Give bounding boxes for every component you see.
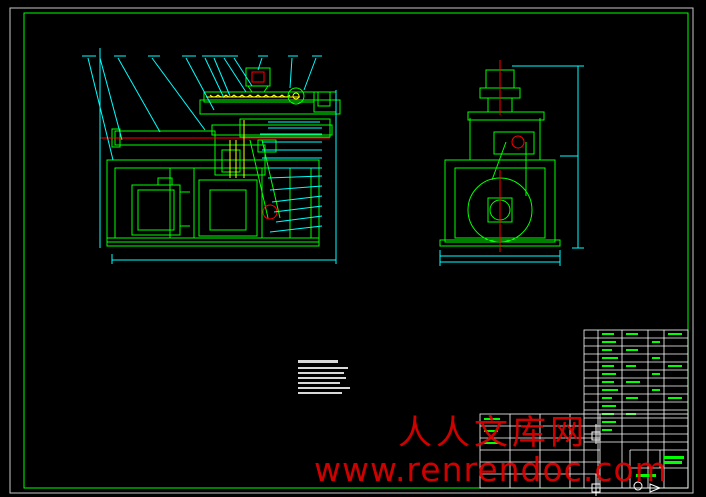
drawing-border (9, 7, 694, 494)
base-frame (106, 159, 320, 247)
front-view (82, 48, 341, 264)
gearbox (198, 179, 258, 237)
feed-screw (199, 91, 341, 115)
title-block-symbols (591, 424, 662, 496)
watermark-url: www.renrendoc.com (314, 450, 668, 489)
side-belt (491, 131, 535, 196)
motor (131, 177, 190, 236)
top-drive (287, 87, 331, 107)
side-view (439, 60, 584, 266)
side-dimensions (439, 65, 584, 266)
front-leaders-top (82, 55, 322, 161)
parts-list-entries (602, 333, 682, 431)
watermark-chinese: 人人文库网 (398, 413, 588, 453)
hopper (245, 67, 271, 93)
title-block (479, 413, 689, 489)
title-block-entries (484, 418, 684, 477)
hidden-lines (229, 120, 245, 178)
front-dimensions (99, 48, 337, 264)
front-leaders-right (260, 121, 323, 233)
extruder-barrel (100, 118, 333, 176)
technical-notes (298, 360, 350, 394)
